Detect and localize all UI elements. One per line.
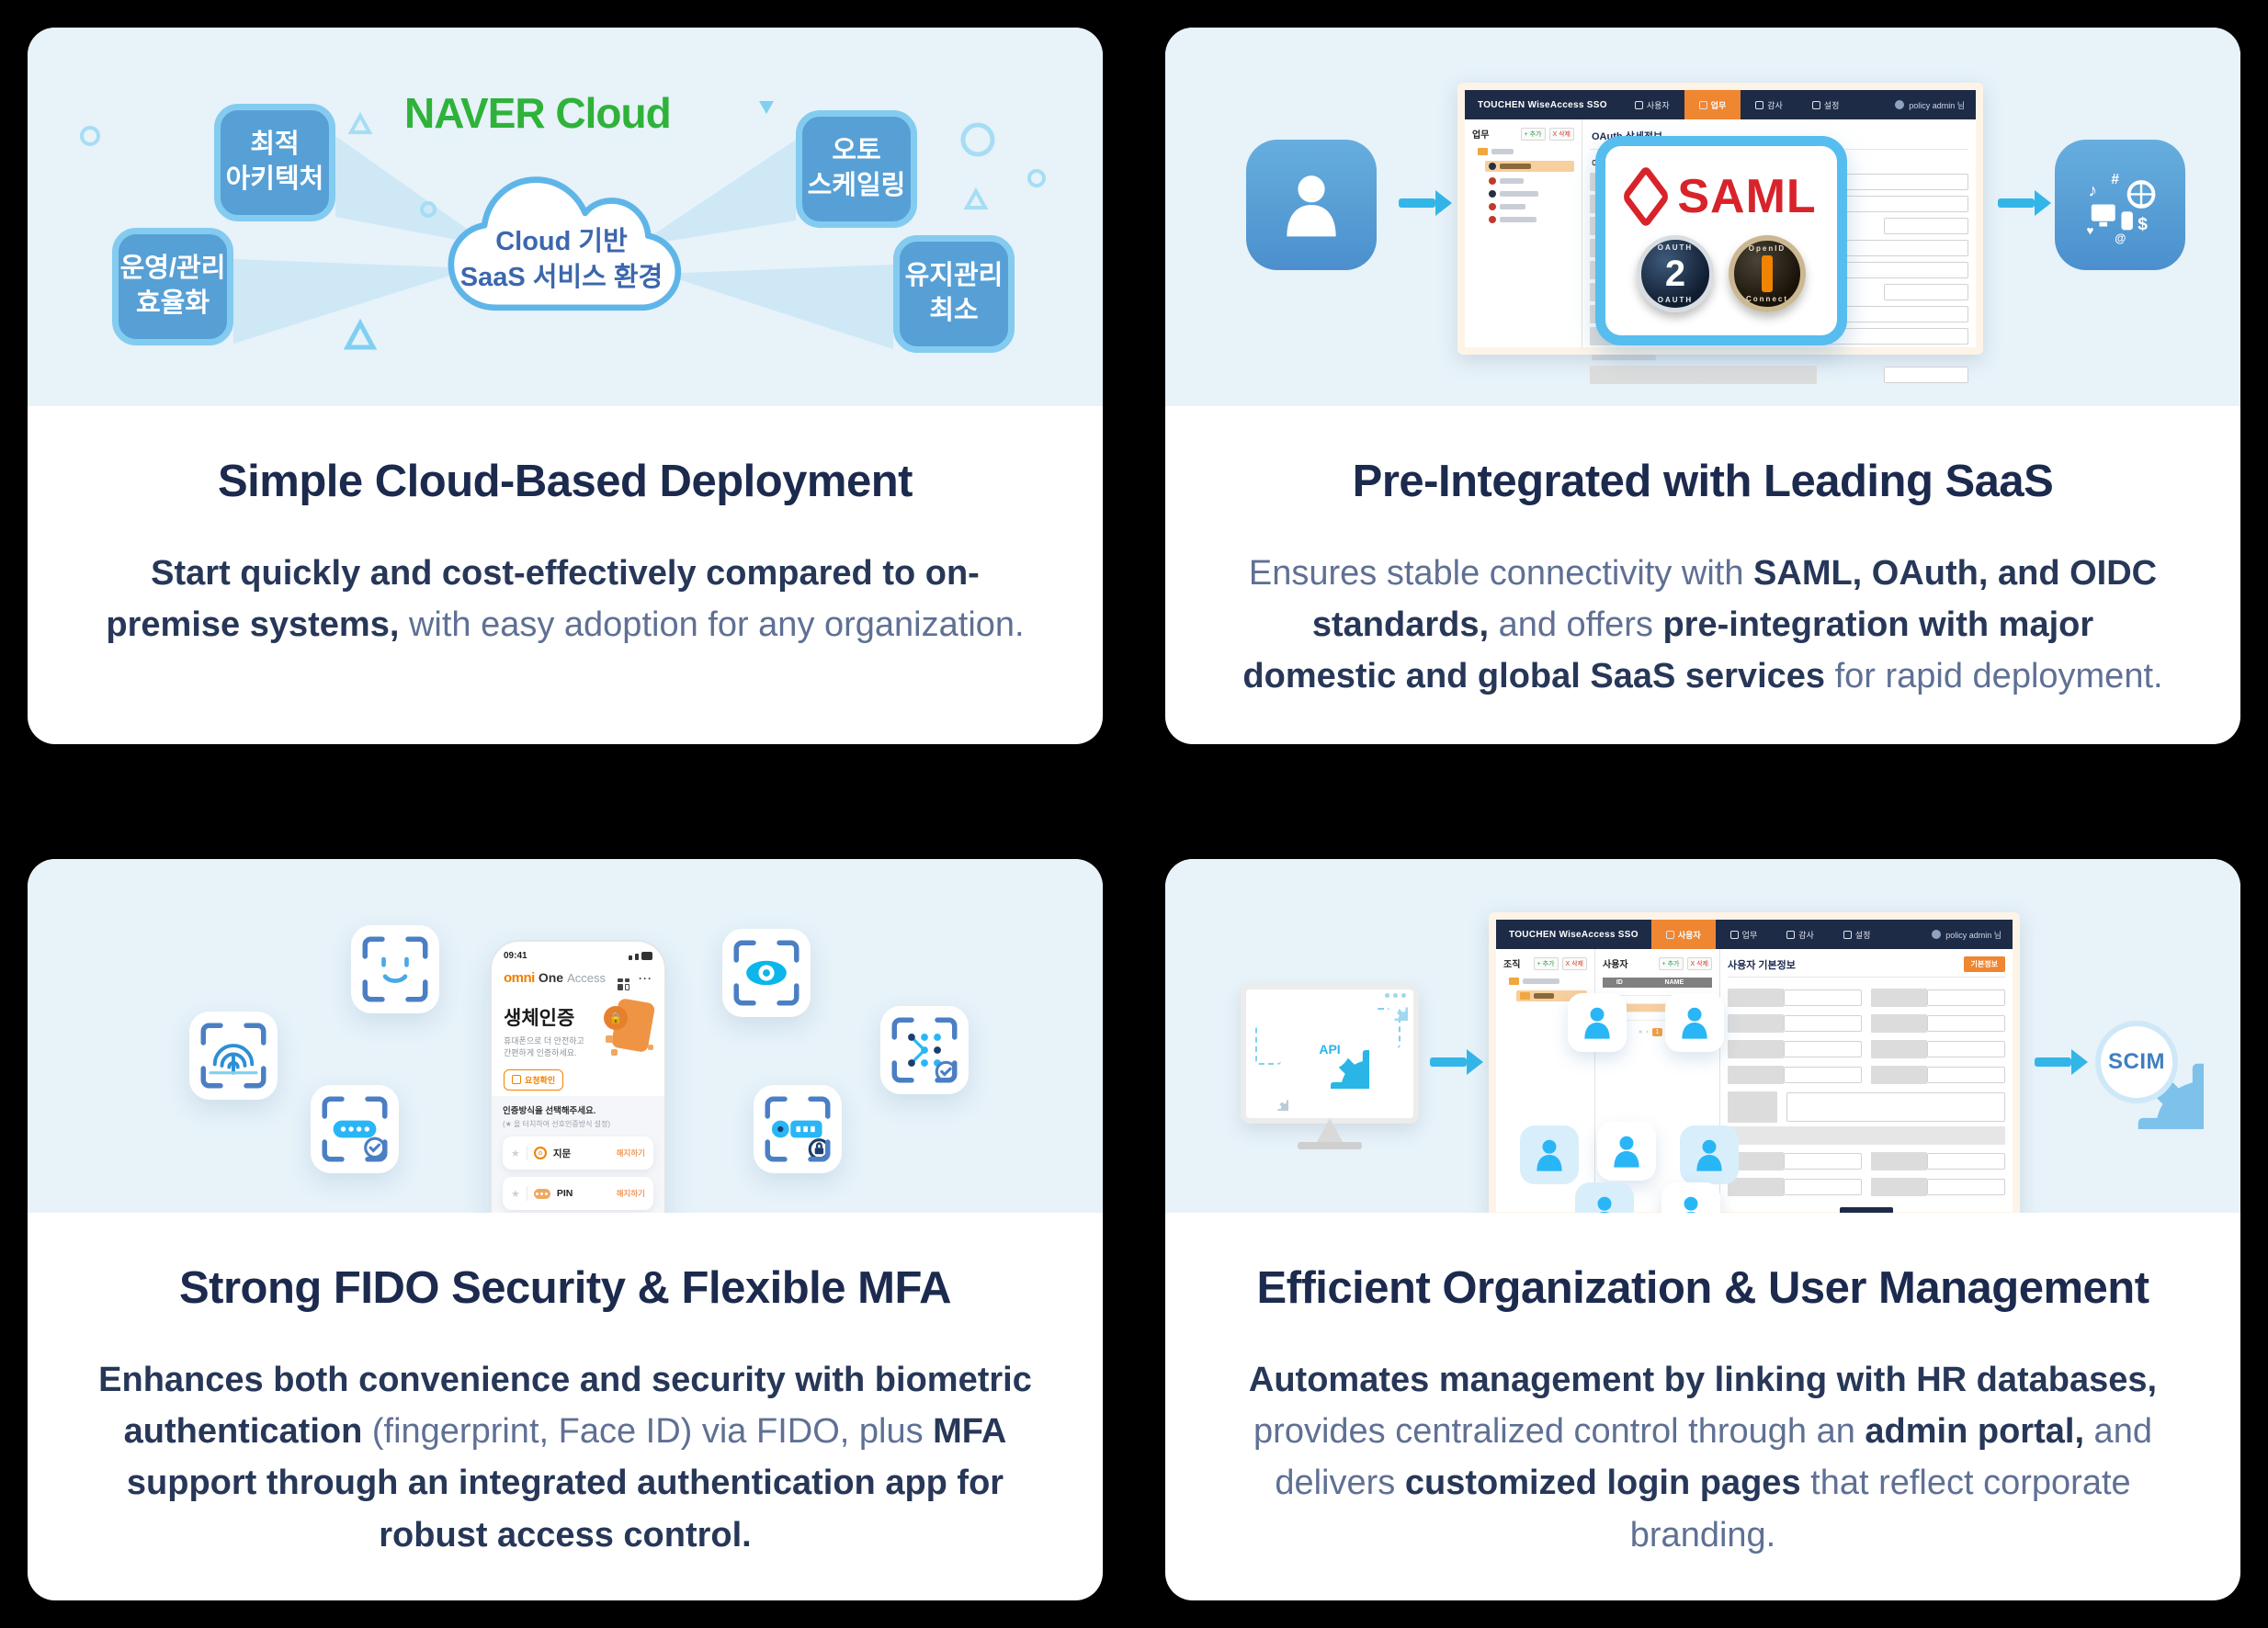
pattern-check-icon	[880, 1006, 969, 1094]
method-row-pin[interactable]: ★ PIN 해지하기	[503, 1177, 653, 1210]
card-title: Efficient Organization & User Management	[1256, 1263, 2149, 1313]
admin-header: TOUCHEN WiseAccess SSO 사용자 업무 감사 설정 poli…	[1496, 920, 2013, 949]
scim-gear-icon: SCIM	[2070, 995, 2204, 1129]
api-monitor-icon: API	[1241, 984, 1419, 1149]
tab-users[interactable]: 사용자	[1650, 920, 1716, 949]
tab-settings[interactable]: 설정	[1829, 920, 1886, 949]
feature-card-cloud-deployment: NAVER Cloud Cloud 기반 SaaS 서비스 환경 최적 아키텍처…	[28, 28, 1103, 744]
arrow-right-icon	[2035, 1049, 2088, 1075]
saml-logo-icon	[1621, 164, 1672, 230]
svg-text:@: @	[2115, 232, 2126, 244]
cloud-illustration: NAVER Cloud Cloud 기반 SaaS 서비스 환경 최적 아키텍처…	[28, 28, 1103, 406]
apps-cluster-glyph: ♪ # $ ♥ @	[2087, 172, 2156, 244]
cloud-label: Cloud 기반 SaaS 서비스 환경	[459, 226, 663, 292]
card-title: Pre-Integrated with Leading SaaS	[1352, 457, 2054, 506]
user-admin-window: TOUCHEN WiseAccess SSO 사용자 업무 감사 설정 poli…	[1489, 912, 2020, 1213]
phone-time: 09:41	[504, 951, 527, 961]
pin-mini-icon	[533, 1188, 550, 1199]
tab-users[interactable]: 사용자	[1620, 90, 1684, 119]
api-label: API	[1310, 1029, 1350, 1069]
request-confirm-button[interactable]: 요청확인	[504, 1068, 564, 1091]
admin-brand: TOUCHEN WiseAccess SSO	[1478, 99, 1607, 110]
fingerprint-icon	[189, 1012, 278, 1100]
card-description: Enhances both convenience and security w…	[98, 1361, 1032, 1555]
svg-text:♥: ♥	[2087, 224, 2094, 238]
add-button[interactable]: + 추가	[1520, 127, 1546, 141]
method-prompt: 인증방식을 선택해주세요.	[503, 1106, 596, 1116]
openid-connect-badge-icon: OpenID Connect	[1729, 235, 1806, 312]
lock-icon: 🔒	[604, 1006, 628, 1030]
menu-icon[interactable]: ···	[639, 972, 652, 985]
secure-doc-art: 🔒	[604, 997, 656, 1056]
basic-info-button[interactable]: 기본정보	[1963, 956, 2005, 972]
admin-brand: TOUCHEN WiseAccess SSO	[1509, 929, 1639, 940]
admin-header: TOUCHEN WiseAccess SSO 사용자 업무 감사 설정 poli…	[1465, 90, 1976, 119]
tab-audit[interactable]: 감사	[1772, 920, 1829, 949]
standards-overlay: SAML OAUTH 2 OAUTH OpenID Connect	[1595, 136, 1847, 345]
card-title: Strong FIDO Security & Flexible MFA	[178, 1263, 952, 1313]
mobile-auth-app: 09:41 omni One Access ··· 생체인증 휴대폰으로 더 안…	[490, 940, 666, 1213]
card-description: Ensures stable connectivity with SAML, O…	[1242, 554, 2163, 696]
scim-label: SCIM	[2095, 1021, 2178, 1103]
admin-account[interactable]: policy admin 님	[1895, 99, 1976, 111]
saml-logo-text: SAML	[1677, 170, 1817, 223]
svg-text:$: $	[2138, 215, 2148, 234]
qr-icon[interactable]	[618, 978, 629, 990]
arrow-right-icon	[1998, 190, 2051, 216]
card-description: Automates management by linking with HR …	[1248, 1361, 2158, 1555]
feature-card-user-management: API TOUCHEN WiseAccess SSO 사용자 업무 감사 설정 …	[1165, 859, 2240, 1600]
naver-cloud-logo: NAVER Cloud	[404, 89, 672, 137]
password-lock-icon	[754, 1085, 842, 1173]
tag-ops-efficiency: 운영/관리 효율화	[112, 228, 233, 345]
arrow-right-icon	[1399, 190, 1452, 216]
iris-scan-icon	[722, 929, 811, 1017]
password-check-icon	[311, 1085, 399, 1173]
tag-optimal-architecture: 최적 아키텍처	[214, 104, 335, 221]
tab-tasks[interactable]: 업무	[1716, 920, 1773, 949]
tree-item-selected[interactable]	[1485, 161, 1574, 172]
org-illustration: API TOUCHEN WiseAccess SSO 사용자 업무 감사 설정 …	[1165, 859, 2240, 1213]
arrow-right-icon	[1430, 1049, 1483, 1075]
card-title: Simple Cloud-Based Deployment	[217, 457, 913, 506]
svg-text:♪: ♪	[2088, 181, 2097, 200]
tab-tasks[interactable]: 업무	[1684, 90, 1741, 119]
tag-auto-scaling: 오토 스케일링	[796, 110, 917, 228]
biometric-heading: 생체인증	[504, 1007, 575, 1029]
fido-illustration: 09:41 omni One Access ··· 생체인증 휴대폰으로 더 안…	[28, 859, 1103, 1213]
face-id-icon	[351, 925, 439, 1013]
admin-account[interactable]: policy admin 님	[1932, 929, 2013, 941]
user-info-panel: 사용자 기본정보 기본정보	[1720, 949, 2013, 1213]
saas-apps-icon: ♪ # $ ♥ @	[2055, 140, 2185, 270]
fingerprint-mini-icon	[533, 1147, 547, 1159]
saas-illustration: TOUCHEN WiseAccess SSO 사용자 업무 감사 설정 poli…	[1165, 28, 2240, 406]
app-logo: omni	[504, 970, 535, 986]
delete-button[interactable]: X 삭제	[1548, 127, 1574, 141]
feature-card-fido-mfa: 09:41 omni One Access ··· 생체인증 휴대폰으로 더 안…	[28, 859, 1103, 1600]
feature-card-saas-integration: TOUCHEN WiseAccess SSO 사용자 업무 감사 설정 poli…	[1165, 28, 2240, 744]
method-row-fingerprint[interactable]: ★ 지문 해지하기	[503, 1136, 653, 1170]
submit-button[interactable]	[1840, 1207, 1893, 1213]
tab-settings[interactable]: 설정	[1797, 90, 1854, 119]
task-tree-panel: 업무 + 추가 X 삭제	[1465, 119, 1582, 347]
tag-min-maintenance: 유지관리 최소	[893, 235, 1015, 353]
user-icon	[1246, 140, 1377, 270]
status-icons	[629, 952, 652, 960]
oauth2-badge-icon: OAUTH 2 OAUTH	[1637, 235, 1714, 312]
card-description: Start quickly and cost-effectively compa…	[106, 554, 1025, 645]
tab-audit[interactable]: 감사	[1741, 90, 1797, 119]
org-tree-panel: 조직 + 추가 X 삭제	[1496, 949, 1595, 1212]
svg-text:#: #	[2111, 172, 2119, 187]
cloud-shape: Cloud 기반 SaaS 서비스 환경	[430, 153, 693, 344]
